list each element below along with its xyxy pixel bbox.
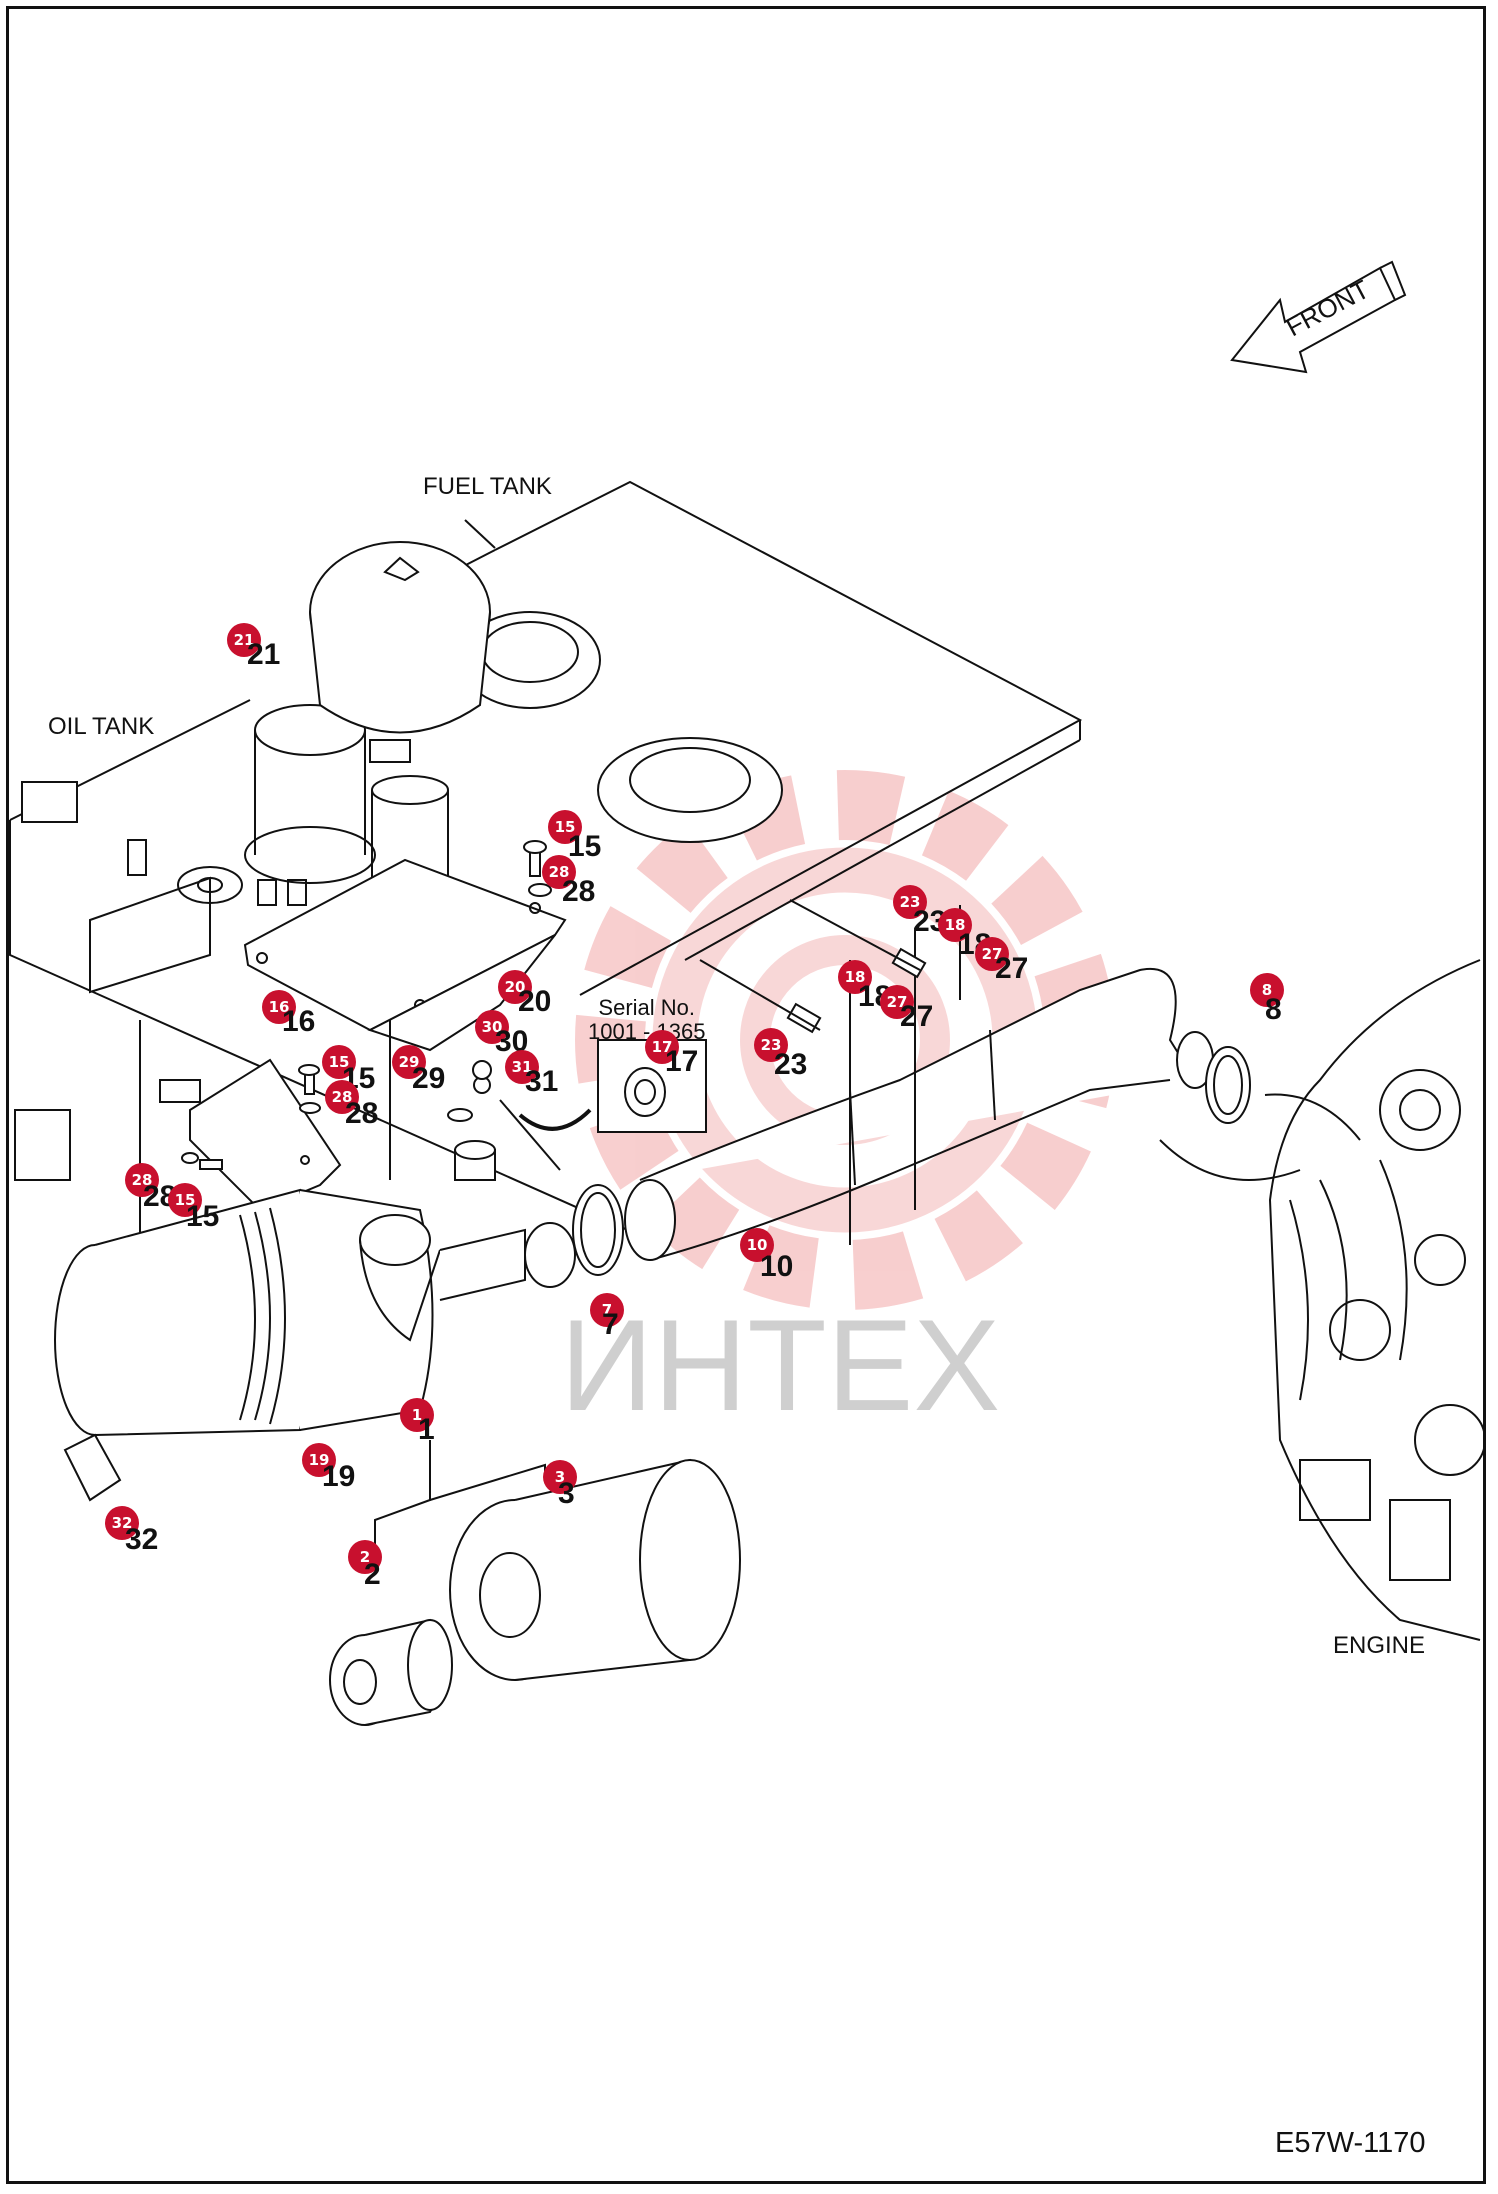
part-number: 17 [665,1045,699,1078]
serial-line-1: Serial No. [598,995,696,1020]
callout-badge: 23 [893,885,927,919]
fuel-filler-flange [127,611,783,906]
callout-badge: 1 [400,1398,434,1432]
callout-badge: 3 [543,1460,577,1494]
callout-badge: 19 [302,1443,336,1477]
callout-badge: 18 [938,908,972,942]
part-number: 23 [774,1048,808,1081]
part-number: 31 [525,1065,559,1098]
oil-breather-cylinder [244,704,376,884]
part-number: 16 [282,1005,316,1038]
callout-badge: 2 [348,1540,382,1574]
part-number: 15 [186,1200,220,1233]
mounting-plate [243,858,567,1052]
callout-badge: 23 [754,1028,788,1062]
callout-badge: 28 [542,855,576,889]
part-number: 8 [1265,993,1282,1026]
callout-badge: 15 [322,1045,356,1079]
part-number: 27 [995,952,1029,985]
oil-tank-label: OIL TANK [48,713,155,740]
part-number: 20 [518,985,552,1018]
part-number: 7 [602,1308,619,1341]
hose-fittings [699,899,927,1034]
oil-tank-outline [9,699,651,1250]
callout-badge: 20 [498,970,532,1004]
drawing-frame [6,6,1486,2184]
part-number: 19 [322,1460,356,1493]
part-number: 28 [562,875,596,908]
callout-badge: 27 [880,985,914,1019]
part-number: 21 [247,638,281,671]
watermark-text: ИНТЕХ [560,1292,1000,1438]
fuel-tank-label: FUEL TANK [423,473,552,500]
serial-label: Serial No. 1001 - 1365 [588,996,705,1044]
hose-clamp [572,1184,624,1276]
engine-label: ENGINE [1333,1632,1426,1659]
callout-badge: 29 [392,1045,426,1079]
callout-badge: 18 [838,960,872,994]
part-number: 15 [568,830,602,863]
callout-badge: 21 [227,623,261,657]
callout-badge: 15 [548,810,582,844]
callout-badge: 30 [475,1010,509,1044]
engine [1159,959,1486,1641]
hose-clamp-8 [1205,1046,1251,1124]
bracket [189,1058,342,1212]
bolt-washer-set [181,840,552,1170]
intake-hose [624,967,1214,1261]
inner-filter-element [329,1618,453,1726]
drawing-code: E57W-1170 [1275,2127,1426,2159]
outer-filter-element [449,1458,741,1681]
callout-badge: 31 [505,1050,539,1084]
part-number: 3 [558,1477,575,1510]
restriction-indicator [389,1020,561,1181]
callout-badge: 17 [645,1030,679,1064]
callout-badge: 32 [105,1506,139,1540]
callout-badge: 15 [168,1183,202,1217]
part-number: 29 [412,1062,446,1095]
part-number: 27 [900,1000,934,1033]
callout-badge: 27 [975,937,1009,971]
callout-badge: 28 [125,1163,159,1197]
callout-badge: 16 [262,990,296,1024]
part-number: 1 [418,1413,435,1446]
callout-badge: 28 [325,1080,359,1114]
part-number: 32 [125,1523,159,1556]
callout-badge: 10 [740,1228,774,1262]
callout-badge: 8 [1250,973,1284,1007]
front-arrow-icon [1230,260,1407,374]
callout-badge: 7 [590,1293,624,1327]
part-number: 2 [364,1558,381,1591]
part-number: 10 [760,1250,794,1283]
air-breather-cap [309,541,491,763]
air-cleaner-assembly [54,1188,576,1502]
part-number: 28 [345,1097,379,1130]
